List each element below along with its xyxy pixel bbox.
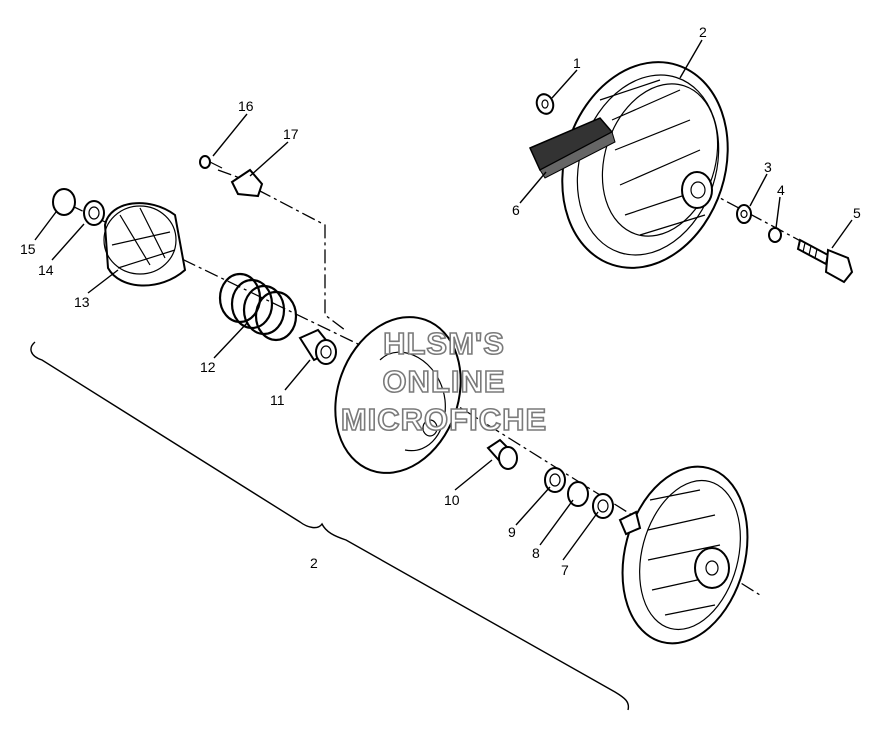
watermark: HLSM'S ONLINE MICROFICHE <box>340 325 547 438</box>
washer-3 <box>736 204 752 224</box>
sheave-assembly-top <box>561 61 729 269</box>
callouts: 1 2 3 4 5 6 7 8 9 10 11 12 13 14 15 16 1… <box>20 24 861 578</box>
callout-2-group: 2 <box>310 555 318 571</box>
callout-14: 14 <box>38 262 54 278</box>
leader-lines <box>34 39 853 561</box>
callout-10: 10 <box>444 492 460 508</box>
sheave-bottom <box>618 465 749 645</box>
lock-washer-4 <box>768 227 782 243</box>
bushing-11 <box>298 328 337 365</box>
drive-belt <box>529 117 616 179</box>
washer-14 <box>83 200 105 226</box>
callout-6: 6 <box>512 202 520 218</box>
callout-15: 15 <box>20 241 36 257</box>
washer-1 <box>535 93 555 115</box>
callout-8: 8 <box>532 545 540 561</box>
assembly-bracket <box>30 341 630 711</box>
bolt-5 <box>796 238 854 284</box>
callout-2: 2 <box>699 24 707 40</box>
callout-9: 9 <box>508 524 516 540</box>
bushing-10 <box>486 438 518 470</box>
callout-7: 7 <box>561 562 569 578</box>
watermark-line-3: MICROFICHE <box>341 402 547 437</box>
callout-13: 13 <box>74 294 90 310</box>
watermark-line-2: ONLINE <box>382 364 505 399</box>
cam-13 <box>103 202 187 287</box>
callout-16: 16 <box>238 98 254 114</box>
spring-12 <box>218 272 298 342</box>
shoe-17 <box>230 168 264 198</box>
callout-17: 17 <box>283 126 299 142</box>
callout-5: 5 <box>853 205 861 221</box>
washers-7-8-9 <box>544 467 614 519</box>
callout-4: 4 <box>777 182 785 198</box>
callout-1: 1 <box>573 55 581 71</box>
screw-16 <box>199 155 223 169</box>
snap-ring-15 <box>52 188 76 216</box>
callout-12: 12 <box>200 359 216 375</box>
callout-3: 3 <box>764 159 772 175</box>
watermark-line-1: HLSM'S <box>383 326 505 361</box>
callout-11: 11 <box>270 392 285 408</box>
sheave-center <box>334 316 462 474</box>
